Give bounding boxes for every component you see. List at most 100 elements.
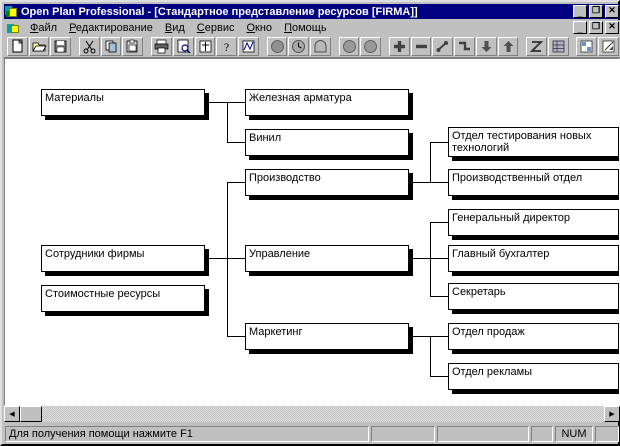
layout-icon[interactable] [576,37,598,56]
plus-icon[interactable] [388,37,410,56]
print-preview-icon[interactable] [172,37,194,56]
diagram-node-proizvodstvennyy-otdel[interactable]: Производственный отдел [448,169,619,196]
mdi-minimize-icon: _ [577,24,583,34]
restore-icon: ❐ [591,5,601,15]
zigzag-icon[interactable] [526,37,547,56]
connector-line [209,258,227,259]
diagram-node-stoimostnye-resursy[interactable]: Стоимостные ресурсы [41,285,205,312]
arch-icon[interactable] [310,37,331,56]
scrollbar-thumb[interactable] [20,406,42,422]
diagram-node-label: Производственный отдел [452,172,583,184]
diagram-node-label: Генеральный директор [452,212,570,224]
status-message: Для получения помощи нажмите F1 [5,426,369,442]
connector-line [227,102,228,143]
menu-item-edit[interactable]: Редактирование [69,22,153,34]
diagram-node-marketing[interactable]: Маркетинг [245,323,409,350]
close-icon: ✕ [608,5,616,15]
status-pane-d [595,426,619,442]
menu-item-view[interactable]: Вид [164,22,185,34]
sort-icon[interactable] [194,37,216,56]
new-icon[interactable] [7,37,28,56]
diagram-node-label: Железная арматура [249,92,352,104]
horizontal-scrollbar[interactable]: ◀ ▶ [4,406,620,422]
circle-plain2-icon[interactable] [360,37,382,56]
connector-line [430,222,431,296]
status-pane-c [531,426,553,442]
print-icon[interactable] [151,37,172,56]
document-icon[interactable] [7,22,20,35]
diagram-node-upravlenie[interactable]: Управление [245,245,409,272]
diagram-node-label: Материалы [45,92,104,104]
menu-item-window[interactable]: Окно [246,22,273,34]
toolbar-separator [144,37,151,56]
mdi-restore-button[interactable]: ❐ [589,21,603,34]
window-controls: _ ❐ ✕ [573,5,619,18]
minus-icon[interactable] [410,37,432,56]
diagram-node-materialy[interactable]: Материалы [41,89,205,116]
menu-item-file[interactable]: Файл [30,22,58,34]
circle-clock-icon[interactable] [288,37,310,56]
window-title: Open Plan Professional - [Стандартное пр… [21,5,418,18]
menu-item-service[interactable]: Сервис [196,22,235,34]
connector-line [430,142,431,182]
open-icon[interactable] [28,37,50,56]
diagram-node-sotrudniki-firmy[interactable]: Сотрудники фирмы [41,245,205,272]
diagram-client-area[interactable]: Материалы Железная арматура Винил Отдел … [4,58,620,406]
menu-item-help[interactable]: Помощь [284,22,327,34]
up-arrow-icon[interactable] [497,37,519,56]
save-icon[interactable] [50,37,72,56]
diagram-node-generalnyy-direktor[interactable]: Генеральный директор [448,209,619,236]
diagram-node-label: Отдел тестирования новых технологий [452,130,592,154]
cut-icon[interactable] [79,37,100,56]
scrollbar-track[interactable] [20,406,604,422]
connector-line [227,102,245,103]
connector-line [227,142,245,143]
link-icon[interactable] [432,37,454,56]
down-arrow-icon[interactable] [475,37,497,56]
connector-line [227,182,245,183]
diagram-node-proizvodstvo[interactable]: Производство [245,169,409,196]
diagram-node-zheleznaya-armatura[interactable]: Железная арматура [245,89,409,116]
scroll-right-arrow-icon[interactable]: ▶ [604,406,620,422]
close-button[interactable]: ✕ [605,5,619,18]
status-bar: Для получения помощи нажмите F1 NUM [4,424,620,444]
map-icon[interactable] [237,37,259,56]
diagram-node-otdel-prodazh[interactable]: Отдел продаж [448,323,619,350]
connector-line [227,336,245,337]
paste-icon[interactable] [122,37,144,56]
connector-line [227,182,228,336]
scroll-left-arrow-icon[interactable]: ◀ [4,406,20,422]
diagram-node-glavnyy-buhgalter[interactable]: Главный бухгалтер [448,245,619,272]
menu-item-service-label: ервис [204,22,235,34]
circle-plain-icon[interactable] [338,37,360,56]
minimize-button[interactable]: _ [573,5,587,18]
connector-line [430,296,448,297]
fit-icon[interactable] [598,37,619,56]
help-what-icon[interactable]: ? [216,37,237,56]
connector-line [430,336,448,337]
mdi-close-button[interactable]: ✕ [605,21,619,34]
step-icon[interactable] [454,37,475,56]
diagram-node-label: Маркетинг [249,326,303,338]
connector-line [413,258,430,259]
svg-text:?: ? [224,40,229,54]
connector-line [430,258,448,259]
circle-dark-icon[interactable] [266,37,288,56]
connector-line [430,376,448,377]
diagram-node-otdel-reklamy[interactable]: Отдел рекламы [448,363,619,390]
diagram-node-otdel-testirovaniya[interactable]: Отдел тестирования новых технологий [448,127,619,157]
restore-button[interactable]: ❐ [589,5,603,18]
diagram-node-label: Винил [249,132,282,144]
grid-icon[interactable] [547,37,569,56]
copy-icon[interactable] [100,37,122,56]
mdi-close-icon: ✕ [608,21,616,31]
diagram-node-label: Производство [249,172,321,184]
menu-bar: Файл Редактирование Вид Сервис Окно Помо… [4,20,620,36]
connector-line [430,142,448,143]
menu-item-view-label: ид [172,22,185,34]
diagram-node-sekretar[interactable]: Секретарь [448,283,619,310]
diagram-node-vinil[interactable]: Винил [245,129,409,156]
mdi-minimize-button[interactable]: _ [573,21,587,34]
app-icon[interactable] [5,5,18,18]
